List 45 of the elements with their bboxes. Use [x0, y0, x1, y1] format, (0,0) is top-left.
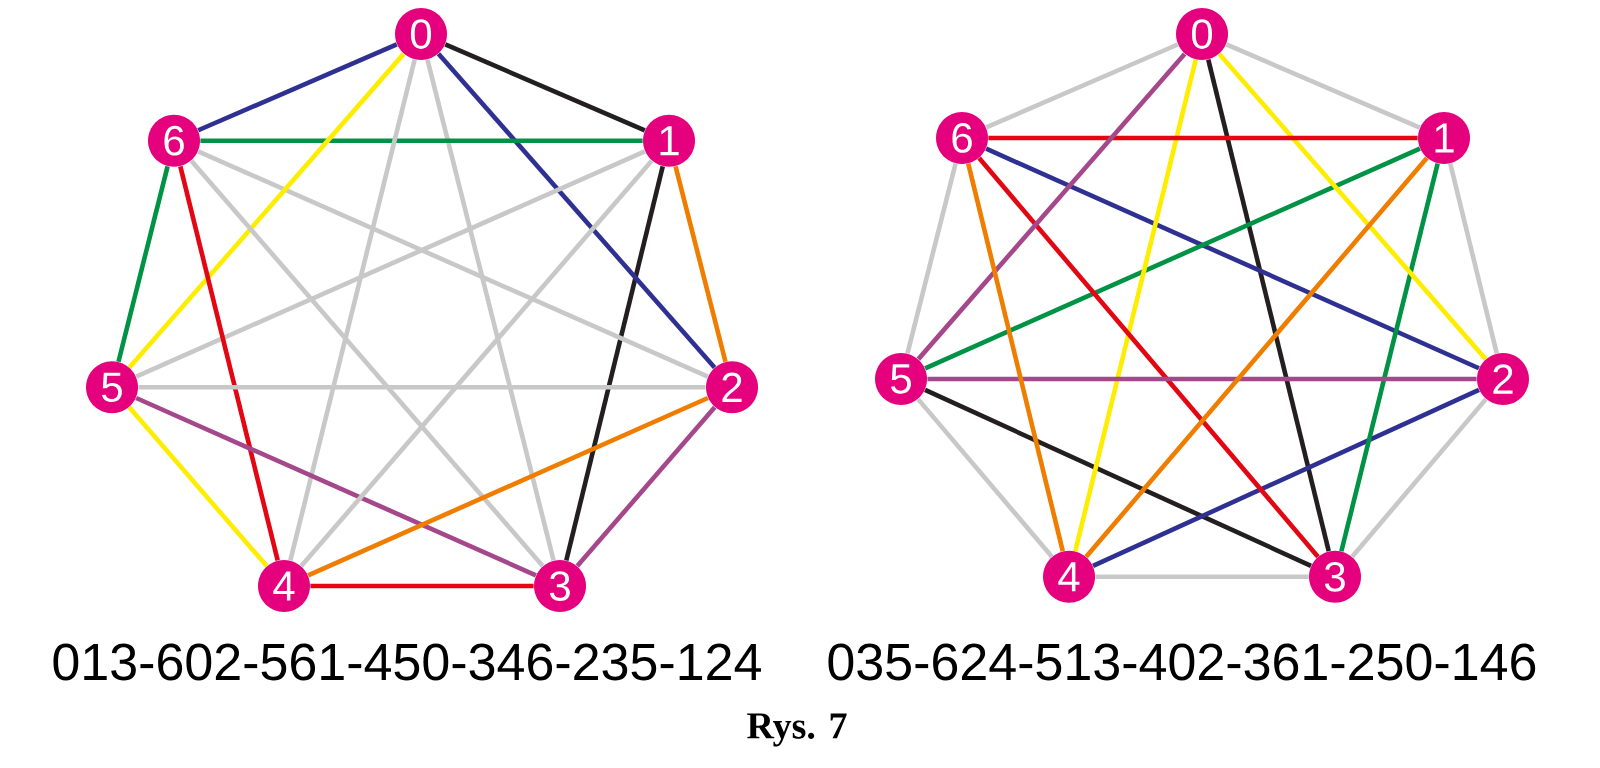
figure-caption: Rys. 7	[747, 713, 847, 747]
edge-line	[1350, 397, 1488, 559]
edge-line	[288, 59, 417, 561]
edge-line	[127, 52, 406, 369]
edge-line	[1084, 156, 1429, 559]
edge-line	[905, 163, 958, 354]
edge-line	[178, 165, 280, 561]
edge-line	[1206, 59, 1331, 552]
edge-line	[575, 405, 717, 568]
edge-line	[138, 385, 706, 390]
edge-line	[1448, 163, 1499, 354]
edge-line	[1217, 52, 1488, 361]
edge-line	[985, 146, 1480, 371]
edge-line	[927, 376, 1477, 382]
edge-line	[116, 165, 170, 363]
edge-line	[197, 149, 709, 379]
edge-line	[200, 138, 643, 144]
edge-line	[673, 165, 728, 363]
edge-line	[307, 395, 709, 578]
edge-line	[1092, 387, 1480, 568]
edge-line	[924, 387, 1312, 568]
edge-line	[444, 42, 646, 133]
edge-line	[1095, 574, 1309, 580]
edge-line	[564, 165, 665, 561]
edge-line	[1225, 42, 1421, 130]
edge-line	[988, 135, 1418, 141]
edge-line	[197, 42, 398, 133]
edge-line	[966, 163, 1065, 552]
edge-line	[977, 156, 1320, 559]
edge-line	[916, 397, 1054, 559]
edge-line	[310, 583, 534, 589]
sequence-text: 013-602-561-450-346-235-124	[53, 643, 761, 681]
edge-line	[916, 52, 1187, 361]
edge-line	[127, 405, 269, 568]
sequence-text: 035-624-513-402-361-250-146	[828, 643, 1536, 681]
edge-line	[924, 146, 1421, 371]
edge-line	[299, 159, 654, 568]
edge-line	[1073, 59, 1198, 552]
edge-line	[135, 149, 646, 379]
edge-line	[189, 159, 545, 568]
edge-line	[425, 59, 556, 561]
edge-line	[1339, 163, 1440, 552]
edge-line	[985, 42, 1179, 130]
edge-line	[436, 52, 717, 369]
edge-line	[135, 395, 537, 578]
